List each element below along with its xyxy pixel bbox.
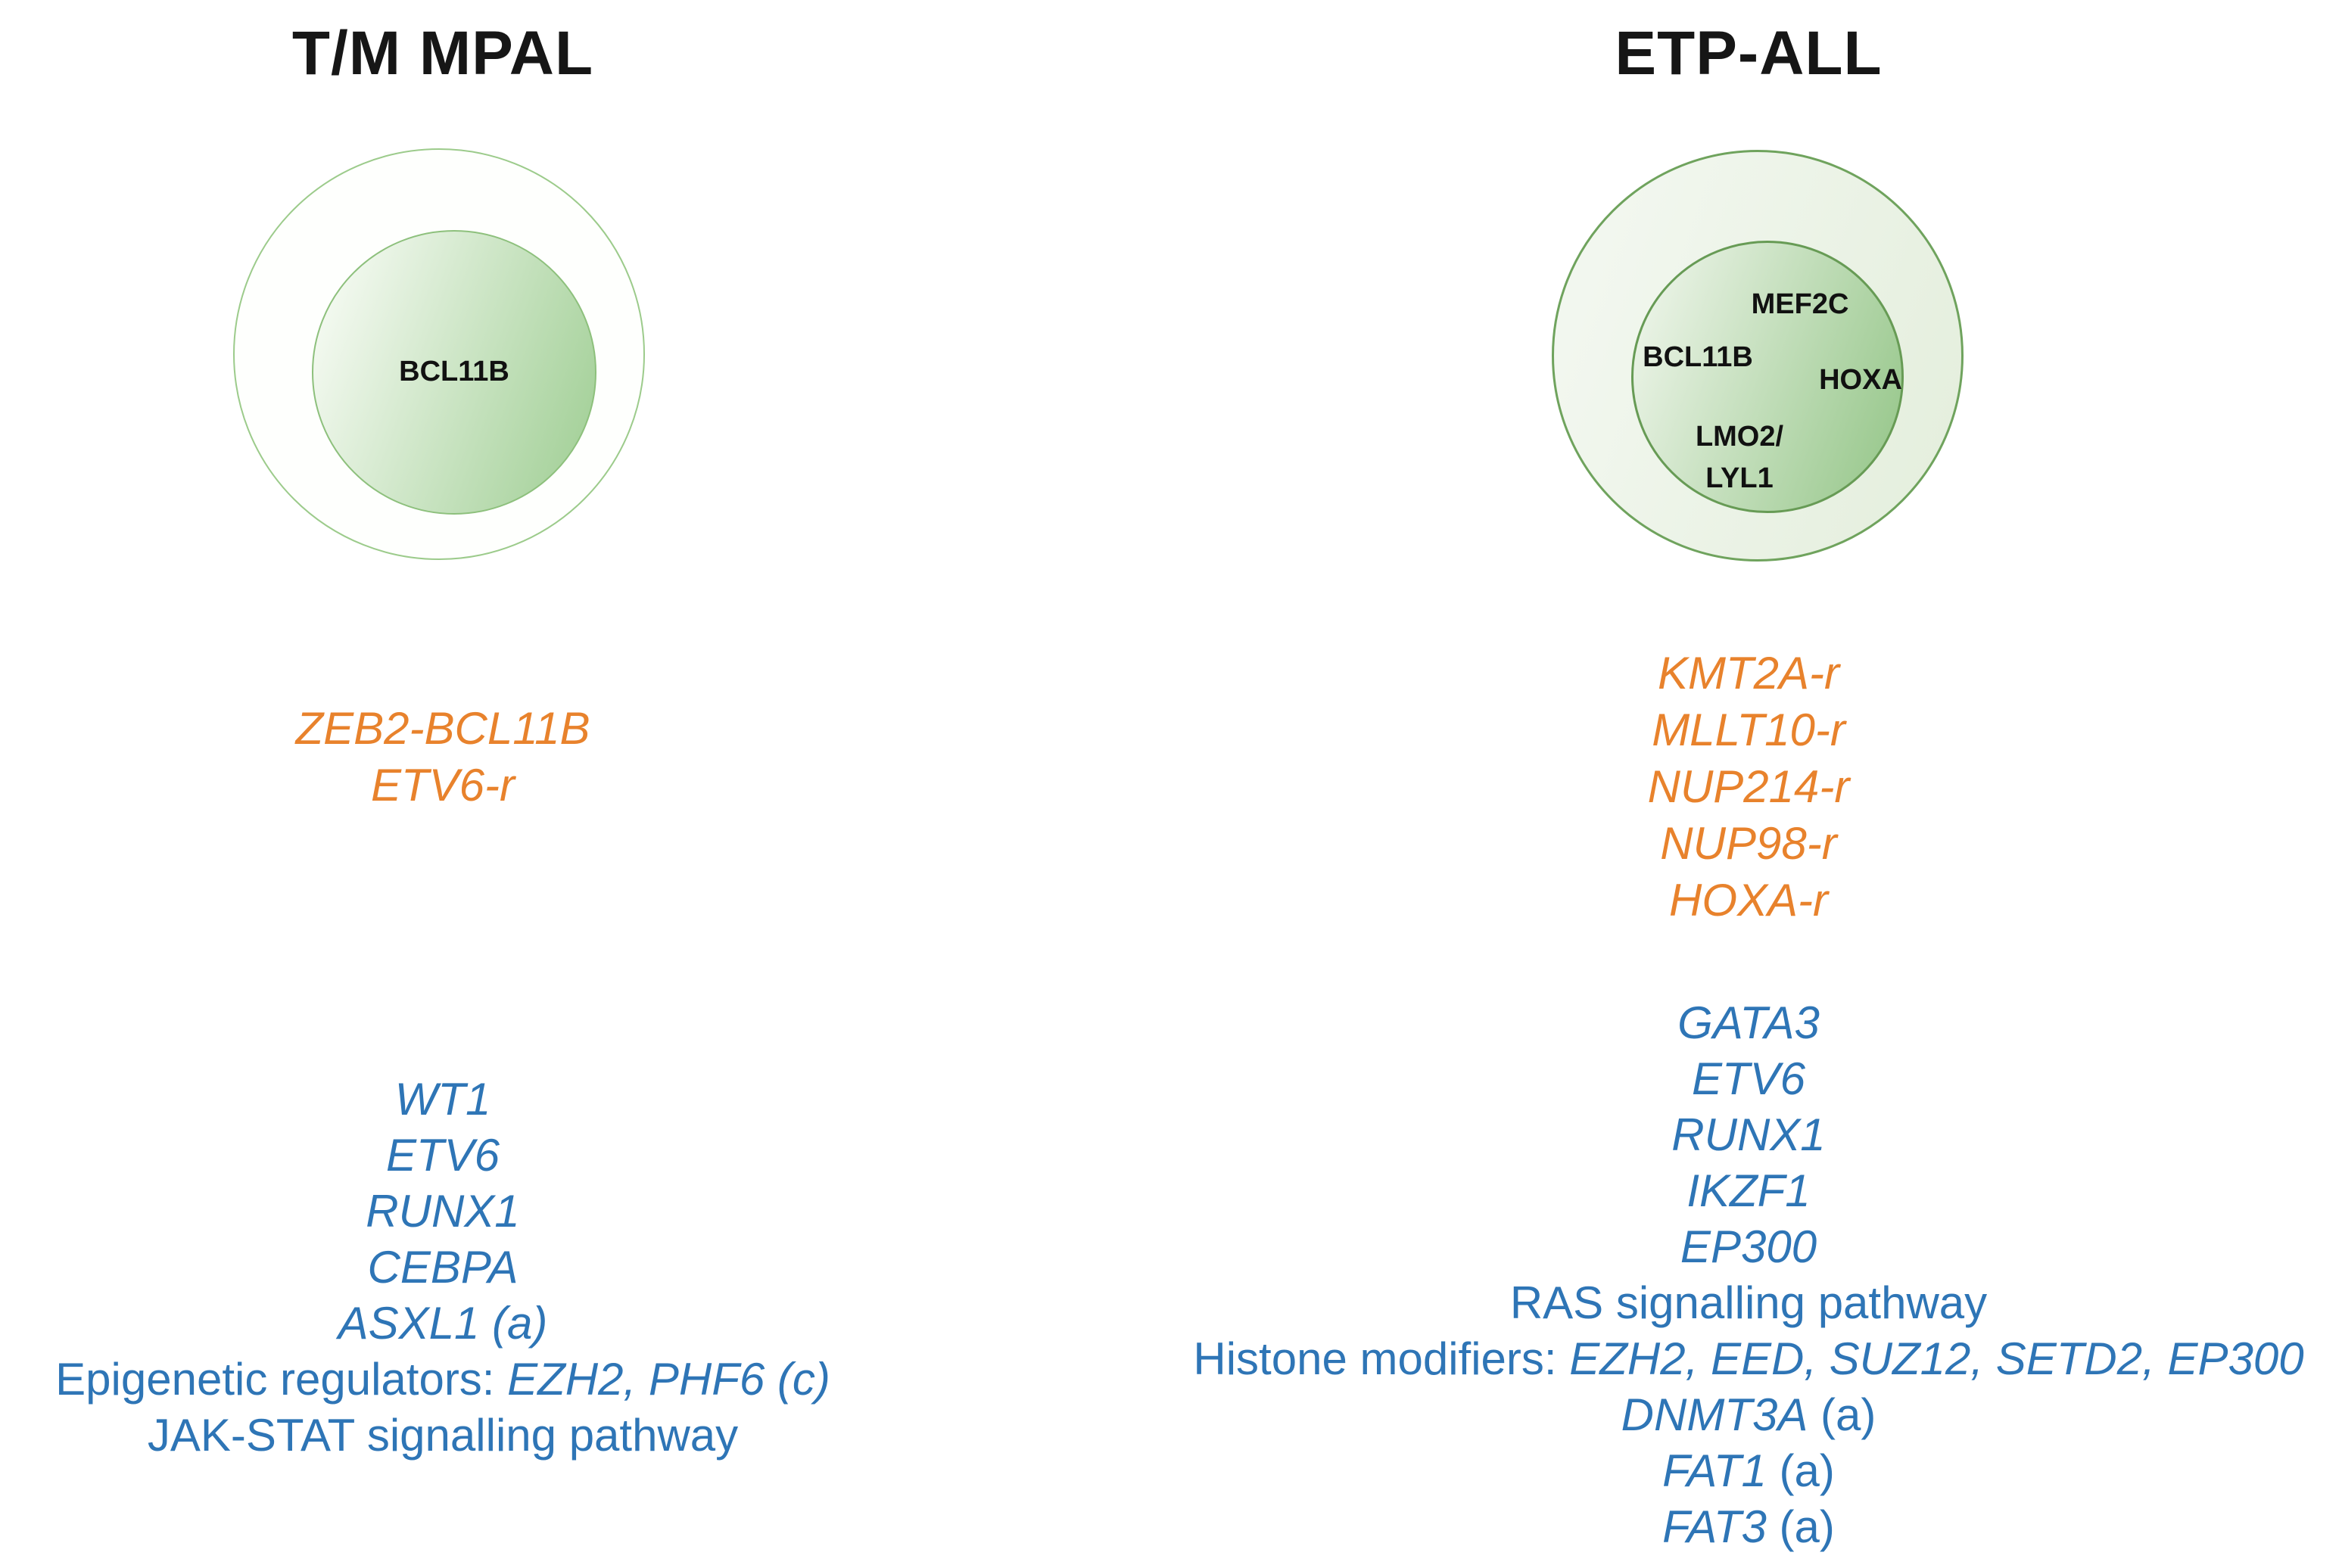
mutation-item: ASXL1 (a) [0,1296,886,1352]
panel-title-etp-all: ETP-ALL [1615,19,1883,88]
mutation-suffix: (a) [1808,1389,1876,1440]
mutation-item: FAT1 (a) [1151,1443,2342,1499]
fusion-list-tm-mpal: ZEB2-BCL11B ETV6-r [0,700,886,814]
fusion-item: NUP214-r [1647,761,1850,812]
mutation-prefix: RAS signalling pathway [1509,1277,1988,1328]
gene-label-lyl1: LYL1 [1705,462,1774,495]
gene-label-hoxa: HOXA [1819,364,1902,397]
mutation-gene: GATA3 [1677,997,1820,1048]
mutation-prefix: Epigenetic regulators: [55,1354,508,1405]
mutation-gene: FAT3 [1662,1501,1767,1552]
mutation-item: RUNX1 [0,1184,886,1240]
mutation-item: CEBPA [0,1240,886,1296]
gene-label-bcl11b: BCL11B [1643,341,1753,374]
mutation-gene: ASXL1 (a) [338,1298,548,1349]
mutation-gene: IKZF1 [1686,1165,1811,1216]
gene-label-lmo2: LMO2/ [1695,421,1784,453]
fusion-item: KMT2A-r [1658,648,1839,698]
fusion-item: ETV6-r [370,760,515,810]
fusion-item: NUP98-r [1660,818,1837,869]
mutation-item: FAT3 (a) [1151,1499,2342,1555]
mutation-gene: EZH2, PHF6 (c) [507,1354,830,1405]
mutation-gene: WT1 [394,1074,491,1125]
mutation-item: GATA3 [1151,995,2342,1051]
mutation-item: WT1 [0,1072,886,1128]
mutation-gene: ETV6 [385,1130,500,1181]
mutation-gene: EP300 [1680,1221,1817,1272]
mutation-list-etp-all: GATA3 ETV6 RUNX1 IKZF1 EP300 RAS signall… [1151,995,2342,1555]
fusion-item: ZEB2-BCL11B [295,703,590,754]
fusion-item: HOXA-r [1669,875,1828,926]
mutation-gene: FAT1 [1662,1445,1767,1496]
mutation-suffix: (a) [1766,1445,1835,1496]
mutation-gene: CEBPA [367,1242,519,1293]
mutation-gene: EZH2, EED, SUZ12, SETD2, EP300 [1569,1333,2304,1384]
panel-title-tm-mpal: T/M MPAL [291,19,594,88]
mutation-item: Epigenetic regulators: EZH2, PHF6 (c) [0,1352,886,1408]
mutation-item: DNMT3A (a) [1151,1387,2342,1443]
gene-label-bcl11b: BCL11B [399,356,509,388]
mutation-suffix: (a) [1766,1501,1835,1552]
mutation-gene: RUNX1 [366,1186,520,1237]
mutation-item: JAK-STAT signalling pathway [0,1408,886,1464]
fusion-list-etp-all: KMT2A-r MLLT10-r NUP214-r NUP98-r HOXA-r [1151,645,2342,929]
mutation-prefix: JAK-STAT signalling pathway [147,1410,739,1461]
mutation-item: IKZF1 [1151,1163,2342,1219]
mutation-list-tm-mpal: WT1 ETV6 RUNX1 CEBPA ASXL1 (a) Epigeneti… [0,1072,886,1464]
venn-inner-circle-etp-all: MEF2C BCL11B HOXA LMO2/ LYL1 [1631,241,1904,513]
mutation-gene: RUNX1 [1671,1109,1826,1160]
gene-label-mef2c: MEF2C [1751,288,1849,321]
mutation-item: RAS signalling pathway [1151,1275,2342,1331]
mutation-item: EP300 [1151,1219,2342,1275]
mutation-item: RUNX1 [1151,1107,2342,1163]
mutation-gene: ETV6 [1691,1053,1806,1104]
mutation-item: ETV6 [0,1128,886,1184]
mutation-item: ETV6 [1151,1051,2342,1107]
fusion-item: MLLT10-r [1652,705,1845,755]
mutation-item: Histone modifiers: EZH2, EED, SUZ12, SET… [1151,1331,2342,1387]
venn-inner-circle-tm-mpal: BCL11B [312,230,596,515]
mutation-prefix: Histone modifiers: [1193,1333,1570,1384]
mutation-gene: DNMT3A [1621,1389,1808,1440]
